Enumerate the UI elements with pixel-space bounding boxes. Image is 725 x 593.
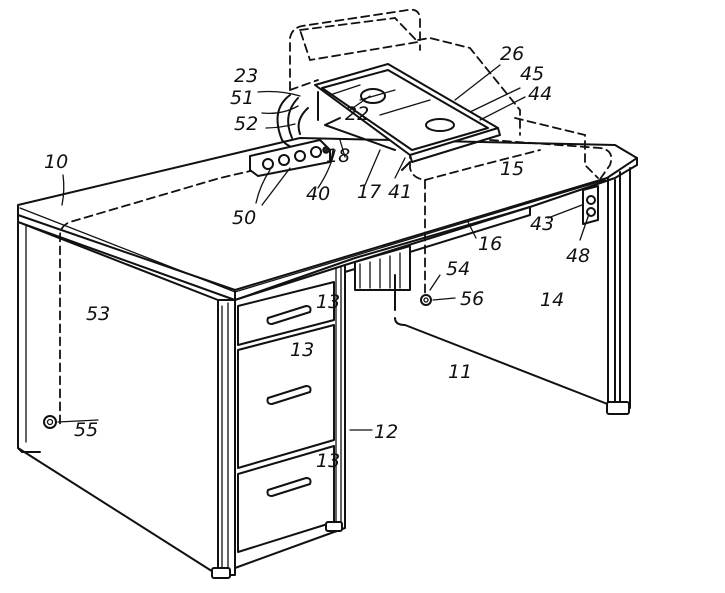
ref-43: 43	[530, 213, 554, 235]
ref-15: 15	[500, 158, 524, 180]
ref-26: 26	[500, 43, 524, 65]
ref-52: 52	[234, 113, 258, 135]
ref-22: 22	[345, 103, 369, 125]
ref-23: 23	[234, 65, 258, 87]
drawer-top	[237, 281, 335, 346]
pedestal	[211, 264, 346, 579]
outlet-55	[43, 415, 57, 429]
ref-11: 11	[448, 361, 472, 383]
desk-top	[17, 137, 638, 301]
ref-53: 53	[86, 303, 110, 325]
left-end-panel	[17, 221, 219, 576]
foot-pedestal	[325, 521, 343, 532]
center-drawer	[344, 206, 531, 291]
ref-55: 55	[74, 419, 98, 441]
foot-left	[211, 567, 231, 579]
ref-13c: 13	[316, 450, 340, 472]
ref-48: 48	[566, 245, 590, 267]
ref-50: 50	[232, 207, 256, 229]
outlet-56	[420, 294, 432, 306]
ref-44: 44	[528, 83, 552, 105]
ref-56: 56	[460, 288, 484, 310]
ref-54: 54	[446, 258, 470, 280]
ref-14: 14	[540, 289, 564, 311]
drawer-middle	[237, 324, 335, 469]
ref-10: 10	[44, 151, 68, 173]
ref-18: 18	[326, 145, 350, 167]
switch-bank	[249, 139, 331, 177]
ref-13a: 13	[316, 291, 340, 313]
junction-box	[582, 185, 599, 225]
right-end-panel	[394, 167, 631, 415]
hidden-lines	[59, 8, 613, 426]
ref-16: 16	[478, 233, 502, 255]
outlets	[43, 294, 432, 429]
ref-51: 51	[230, 87, 254, 109]
ref-17: 17	[357, 181, 381, 203]
ref-13b: 13	[290, 339, 314, 361]
ref-12: 12	[374, 421, 398, 443]
ref-45: 45	[520, 63, 544, 85]
ref-40: 40	[306, 183, 330, 205]
ref-41: 41	[388, 181, 412, 203]
reference-numerals: 10 11 12 13 13 13 14 15 16 17 18 22 23 2…	[44, 43, 590, 472]
leader-lines	[57, 64, 590, 431]
